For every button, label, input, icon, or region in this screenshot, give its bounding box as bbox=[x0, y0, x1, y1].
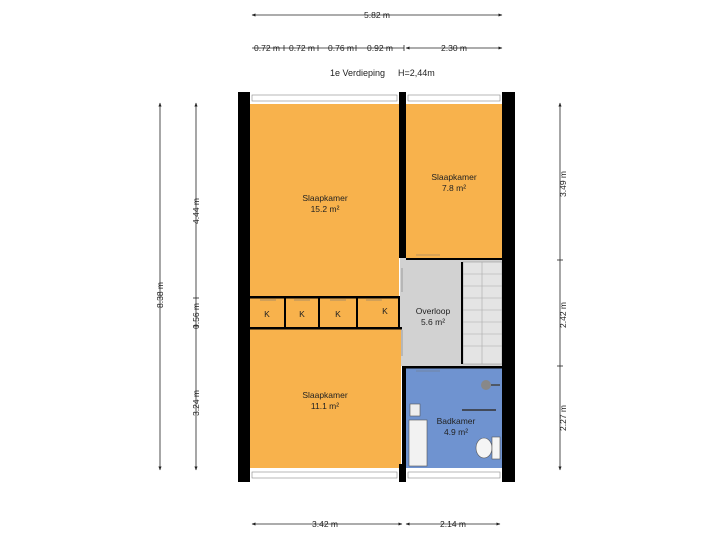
bedroom-large-name: Slaapkamer bbox=[302, 193, 348, 203]
bedroom-bottom-area-label: 11.1 m² bbox=[311, 401, 339, 411]
landing-area-label: 5.6 m² bbox=[421, 317, 445, 327]
windows bbox=[251, 94, 501, 479]
right-segment-label: 3.49 m bbox=[558, 171, 568, 197]
right-segment-label: 2.42 m bbox=[558, 302, 568, 328]
top-segment-label: 2.30 m bbox=[441, 43, 467, 53]
closet-label: K bbox=[264, 309, 270, 319]
closet-area bbox=[250, 298, 400, 329]
shower-head bbox=[481, 380, 491, 390]
bedroom-bottom-name: Slaapkamer bbox=[302, 390, 348, 400]
left-dimensions bbox=[158, 102, 198, 471]
bottom-right-label: 2.14 m bbox=[440, 519, 466, 529]
top-dimension-ticks bbox=[283, 45, 405, 51]
right-dimension-ticks bbox=[557, 259, 563, 367]
right-segment-label: 2.27 m bbox=[558, 405, 568, 431]
bedroom-large-area bbox=[250, 104, 399, 298]
sink bbox=[409, 403, 421, 417]
closet-label: K bbox=[335, 309, 341, 319]
closet-label: K bbox=[299, 309, 305, 319]
toilet bbox=[475, 437, 493, 459]
left-segment-label: 4.44 m bbox=[191, 198, 201, 224]
closet-label: K bbox=[382, 306, 388, 316]
floor-height: H=2,44m bbox=[398, 68, 435, 78]
bathroom-fixtures bbox=[408, 380, 501, 467]
bedroom-right-area-label: 7.8 m² bbox=[442, 183, 466, 193]
top-segment-label: 0.76 m bbox=[328, 43, 354, 53]
bathroom-area-label: 4.9 m² bbox=[444, 427, 468, 437]
bathroom-name: Badkamer bbox=[437, 416, 476, 426]
left-segment-label: 3.24 m bbox=[191, 390, 201, 416]
staircase bbox=[462, 261, 503, 365]
left-dimension-ticks bbox=[193, 297, 199, 327]
left-segment-label: 0.56 m bbox=[191, 303, 201, 329]
total-width-label: 5.82 m bbox=[364, 10, 390, 20]
left-total-label: 8.38 m bbox=[155, 282, 165, 308]
bedroom-bottom-area bbox=[250, 329, 401, 468]
bathtub bbox=[408, 419, 428, 467]
top-segment-label: 0.72 m bbox=[289, 43, 315, 53]
landing-name: Overloop bbox=[416, 306, 451, 316]
bedroom-right-name: Slaapkamer bbox=[431, 172, 477, 182]
top-segment-label: 0.92 m bbox=[367, 43, 393, 53]
top-segment-label: 0.72 m bbox=[254, 43, 280, 53]
floor-name: 1e Verdieping bbox=[330, 68, 385, 78]
door-markers bbox=[260, 254, 440, 372]
bedroom-large-area-label: 15.2 m² bbox=[311, 204, 340, 214]
walls bbox=[238, 92, 515, 482]
bedroom-right-area bbox=[406, 104, 502, 258]
bottom-left-label: 3.42 m bbox=[312, 519, 338, 529]
top-dimensions bbox=[251, 13, 503, 50]
